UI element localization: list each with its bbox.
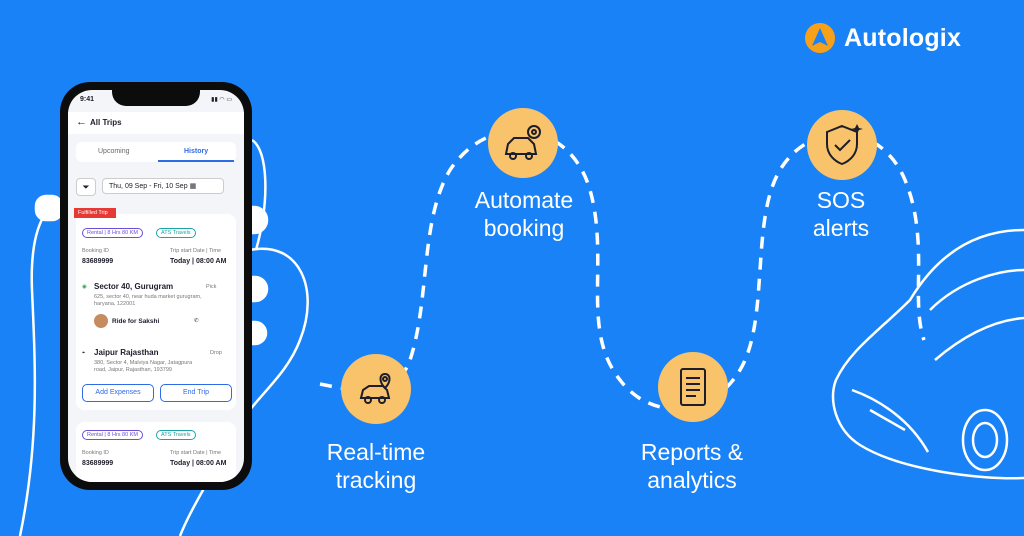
rider-avatar [94,314,108,328]
drop-title: Jaipur Rajasthan [94,348,159,357]
pickup-title: Sector 40, Gurugram [94,282,174,291]
filter-icon[interactable]: ⏷ [76,178,96,196]
brand-logo: Autologix [804,22,961,54]
trip-card[interactable]: Rental | 8 Hrs 80 KM ATS Travels Booking… [76,422,236,482]
car-outline [831,228,1024,480]
date-range-field[interactable]: Thu, 09 Sep - Fri, 10 Sep ▦ [102,178,224,194]
add-expenses-button[interactable]: Add Expenses [82,384,154,402]
phone-notch [112,88,200,106]
trip-start-value: Today | 08:00 AM [170,258,227,265]
fulfilled-trip-ribbon: Fulfilled Trip [74,208,116,218]
trip-card[interactable]: Fulfilled Trip Rental | 8 Hrs 80 KM ATS … [74,208,236,410]
page-title: All Trips [90,118,122,127]
calendar-icon: ▦ [189,183,197,190]
shield-check-icon [807,110,877,180]
vendor-chip: ATS Travels [156,228,196,238]
drop-pin-icon: ⌖ [82,350,86,356]
brand-name: Autologix [844,23,962,52]
rental-chip: Rental | 8 Hrs 80 KM [82,430,143,440]
booking-id: 83689999 [82,258,114,265]
rider-name: Ride for Sakshi [112,318,160,325]
top-bar: ← All Trips [68,112,244,134]
tab-underline [158,160,234,162]
rental-chip: Rental | 8 Hrs 80 KM [82,228,143,238]
pickup-address: 625, sector 40, near huda market gurugra… [94,294,202,307]
vendor-chip: ATS Travels [156,430,196,440]
pickup-pin-icon: ◉ [82,284,87,290]
tab-history[interactable]: History [184,148,209,155]
feature-label-reports: Reports &analytics [640,439,744,493]
booking-id-label: Booking ID [82,248,109,254]
status-time: 9:41 [80,96,95,103]
drop-tag: Drop [210,350,222,356]
pickup-tag: Pick [206,284,217,290]
tab-upcoming[interactable]: Upcoming [98,148,130,155]
autologix-logo-icon [805,23,835,53]
trip-start-label: Trip start Date | Time [170,248,222,254]
drop-address: 380, Sector 4, Malviya Nagar, Jatagpura … [94,360,193,373]
report-document-icon [658,352,728,422]
status-icons: ▮▮ ◠ ▭ [211,97,232,103]
end-trip-button[interactable]: End Trip [160,384,232,402]
trip-start-label: Trip start Date | Time [170,450,222,456]
booking-id-label: Booking ID [82,450,109,456]
car-gear-icon [488,108,558,178]
trip-start-value: Today | 08:00 AM [170,460,227,467]
dashed-route-path [319,128,926,411]
booking-id: 83689999 [82,460,114,467]
phone-call-icon[interactable]: ✆ [194,318,199,324]
back-arrow-icon[interactable]: ← [76,116,87,128]
car-location-icon [341,354,411,424]
trip-tabs: Upcoming History [76,142,236,162]
phone-screen: 9:41 ▮▮ ◠ ▭ ← All Trips Upcoming History… [68,90,244,482]
